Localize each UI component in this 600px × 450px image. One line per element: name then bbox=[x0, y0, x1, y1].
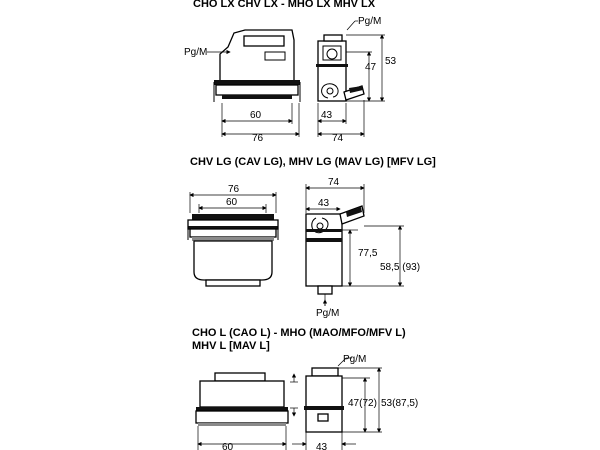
top-dim-60: 60 bbox=[250, 110, 262, 121]
title-bottom-line1: CHO L (CAO L) - MHO (MAO/MFO/MFV L) bbox=[192, 327, 406, 339]
title-top: CHO LX CHV LX - MHO LX MHV LX bbox=[193, 0, 376, 10]
bottom-dim-53: 53(87,5) bbox=[381, 398, 418, 409]
bottom-dim-60: 60 bbox=[222, 442, 234, 450]
mid-dim-58-5: 58,5 (93) bbox=[380, 262, 420, 273]
top-pg-left-label: Pg/M bbox=[184, 47, 207, 58]
bottom-side-view bbox=[304, 367, 344, 433]
top-dim-53: 53 bbox=[385, 56, 397, 67]
top-dim-76: 76 bbox=[252, 133, 264, 144]
title-middle: CHV LG (CAV LG), MHV LG (MAV LG) [MFV LG… bbox=[190, 156, 436, 168]
bottom-pg-label: Pg/M bbox=[343, 354, 366, 365]
mid-dim-60: 60 bbox=[226, 197, 238, 208]
bottom-dim-43: 43 bbox=[316, 442, 328, 450]
top-dim-47: 47 bbox=[365, 62, 377, 73]
title-bottom-line2: MHV L [MAV L] bbox=[192, 340, 270, 352]
mid-dim-74: 74 bbox=[328, 177, 340, 188]
bottom-dim-47: 47(72) bbox=[348, 398, 377, 409]
top-dim-43: 43 bbox=[321, 110, 333, 121]
top-front-view bbox=[207, 29, 301, 102]
mid-dim-76: 76 bbox=[228, 184, 240, 195]
mid-pg-label: Pg/M bbox=[316, 308, 339, 319]
top-pg-right-label: Pg/M bbox=[358, 16, 381, 27]
mid-dim-77-5: 77,5 bbox=[358, 248, 378, 259]
bottom-front-view bbox=[195, 372, 289, 426]
top-dim-74: 74 bbox=[332, 133, 344, 144]
mid-front-view bbox=[187, 214, 279, 287]
mid-dim-43: 43 bbox=[318, 198, 330, 209]
mid-side-view bbox=[305, 205, 365, 295]
top-side-view bbox=[316, 34, 365, 102]
